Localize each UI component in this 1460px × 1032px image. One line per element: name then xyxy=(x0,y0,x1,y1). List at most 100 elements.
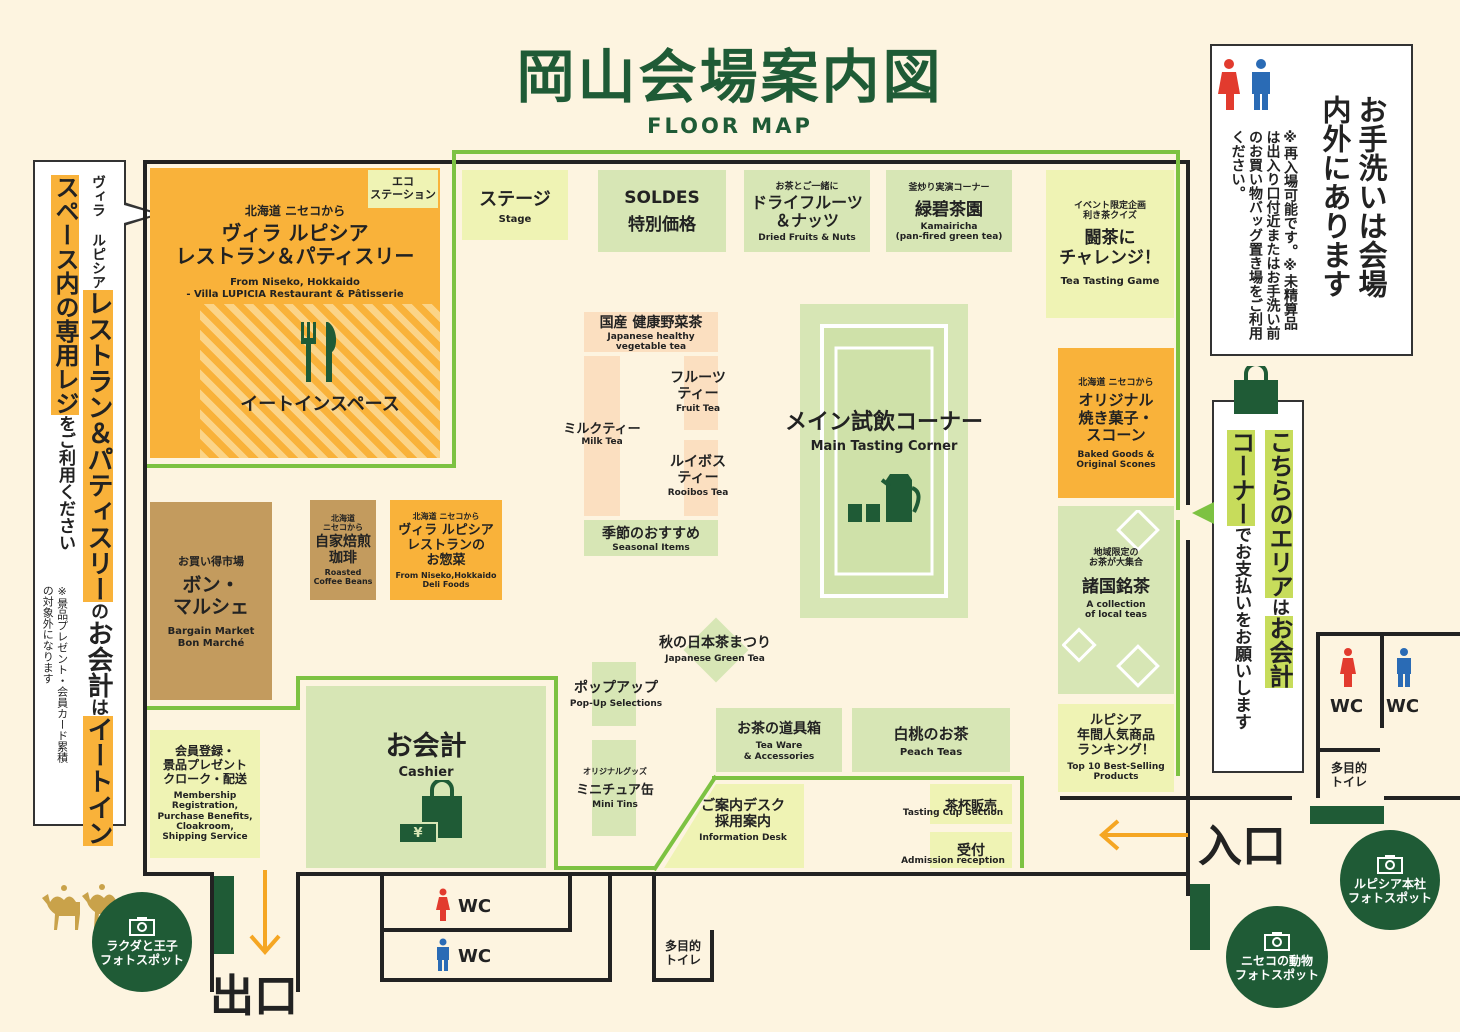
restroom-note-main-a: お手洗いは会場 xyxy=(1354,95,1388,298)
left-note-line2-a: レストラン＆パティスリー xyxy=(83,290,113,602)
mini-small: オリジナルグッズ xyxy=(583,767,647,776)
soldes-area: SOLDES 特別価格 xyxy=(598,170,726,252)
shopping-bag-icon xyxy=(1230,362,1282,414)
path-right-top xyxy=(1176,150,1180,510)
milk-jp: ミルクティー xyxy=(563,422,641,437)
peach-jp: 白桃のお茶 xyxy=(893,724,969,743)
left-note-line2-d: は xyxy=(88,698,109,716)
fruit-en: Fruit Tea xyxy=(675,404,721,415)
autumn-festival-label: 秋の日本茶まつり Japanese Green Tea xyxy=(630,632,800,664)
payment-note-a1: こちらのエリア xyxy=(1265,430,1293,598)
wc-block-right xyxy=(568,876,572,932)
cashier-jp: お会計 xyxy=(385,731,467,762)
kama-small: 釜炒り実演コーナー xyxy=(908,182,990,193)
tasting-cup-area: 茶杯販売 xyxy=(930,784,1012,824)
hall-wall-left xyxy=(143,160,147,876)
fork-knife-icon xyxy=(298,322,342,382)
rooibos-jp: ルイボス ティー xyxy=(670,454,726,487)
autumn-en: Japanese Green Tea xyxy=(665,654,765,664)
payment-note-line-a: こちらのエリアはお会計 xyxy=(1262,430,1297,688)
wc-male-icon-1 xyxy=(436,938,450,972)
multi-toilet-left xyxy=(652,876,656,980)
veg-jp: 国産 健康野菜茶 xyxy=(599,314,703,331)
path-cashier-top xyxy=(296,676,558,680)
popup-jp: ポップアップ xyxy=(574,680,658,696)
path-diagonal xyxy=(650,774,720,872)
entrance-wall xyxy=(1060,796,1292,800)
camera-icon xyxy=(1264,931,1290,952)
path-cashier-left xyxy=(296,676,300,708)
wc-block-right2 xyxy=(608,876,612,982)
deli-jp: ヴィラ ルピシア レストランの お惣菜 xyxy=(398,522,494,568)
local-jp: 諸国銘茶 xyxy=(1082,576,1150,597)
villa-left-strip xyxy=(150,268,200,458)
villa-restaurant-small: 北海道 ニセコから xyxy=(244,204,346,218)
payment-note-b1: コーナー xyxy=(1227,430,1255,526)
veg-en: Japanese healthy vegetable tea xyxy=(607,331,695,352)
fruit-tea-label: フルーツ ティー Fruit Tea xyxy=(652,370,744,414)
eat-in-label: イートインスペース xyxy=(240,394,400,415)
path-right-bottom xyxy=(1176,520,1180,776)
milk-en: Milk Tea xyxy=(581,437,623,447)
camel-photo-spot[interactable]: ラクダと王子 フォトスポット xyxy=(92,892,192,992)
left-note-line2: レストラン＆パティスリーのお会計はイートイン xyxy=(80,290,117,846)
wc-right-female-label: WC xyxy=(1330,696,1364,717)
lupicia-photo-spot[interactable]: ルピシア本社 フォトスポット xyxy=(1340,830,1440,930)
seasonal-area: 季節のおすすめ Seasonal Items xyxy=(584,520,718,556)
teaware-en: Tea Ware & Accessories xyxy=(743,741,815,762)
soldes-jp: 特別価格 xyxy=(628,214,696,235)
member-en: Membership Registration, Purchase Benefi… xyxy=(157,790,253,843)
main-en: Main Tasting Corner xyxy=(810,439,958,454)
left-note-line1: スペース内の専用レジをご利用ください xyxy=(48,175,83,551)
entrance-arrow-icon xyxy=(1096,818,1188,852)
tea-game-en: Tea Tasting Game xyxy=(1060,276,1160,288)
coffee-jp: 自家焙煎 珈琲 xyxy=(315,533,371,566)
dried-jp: ドライフルーツ ＆ナッツ xyxy=(751,192,863,230)
kama-en: Kamairicha (pan-fired green tea) xyxy=(895,221,1003,242)
mini-jp: ミニチュア缶 xyxy=(576,783,654,798)
hall-wall-bottom-left xyxy=(143,872,213,876)
stage-area: ステージ Stage xyxy=(462,170,568,240)
niseko-photo-label: ニセコの動物 フォトスポット xyxy=(1234,954,1319,982)
lupicia-marker-bar xyxy=(1310,806,1384,824)
restroom-note-sub: ※再入場可能です。※未精算品は出入り口付近またはお手洗い前のお買い物バッグ置き場… xyxy=(1229,130,1299,340)
payment-note-b3: お支払いをお願いします xyxy=(1231,543,1251,730)
cashier-en: Cashier xyxy=(398,765,454,780)
teapot-cups-icon xyxy=(846,466,926,526)
teaware-jp: お茶の道具箱 xyxy=(737,721,821,738)
camera-icon xyxy=(1377,854,1403,875)
right-room-bottom xyxy=(1384,796,1460,800)
reception-jp: 受付 xyxy=(957,843,985,859)
deli-small: 北海道 ニセコから xyxy=(412,511,480,521)
exit-arrow-icon xyxy=(248,870,282,958)
right-room-divider xyxy=(1380,632,1384,728)
path-eatin-right xyxy=(452,150,456,466)
milk-tea-shelf xyxy=(584,356,620,516)
local-en: A collection of local teas xyxy=(1085,599,1147,621)
cup-jp: 茶杯販売 xyxy=(944,798,997,814)
popup-en: Pop-Up Selections xyxy=(569,699,663,709)
left-note-line1-prefix: スペース内の専用レジ xyxy=(51,175,79,415)
wc-block-divider xyxy=(380,928,570,932)
page-subtitle: FLOOR MAP xyxy=(647,114,813,138)
cashier-label: お会計 Cashier xyxy=(306,724,546,780)
villa-restaurant-en: From Niseko, Hokkaido - Villa LUPICIA Re… xyxy=(186,277,404,300)
villa-restaurant-jp: ヴィラ ルピシア レストラン＆パティスリー xyxy=(175,221,415,268)
payment-note-a3: お会計 xyxy=(1265,616,1293,688)
seasonal-jp: 季節のおすすめ xyxy=(602,526,700,542)
multi-toilet-bottom xyxy=(652,978,714,982)
dried-fruits-area: お茶とご一緒に ドライフルーツ ＆ナッツ Dried Fruits & Nuts xyxy=(744,170,870,252)
hall-wall-bottom-mid xyxy=(298,872,1186,876)
path-top xyxy=(452,150,1180,154)
top10-area: ルピシア 年間人気商品 ランキング！ Top 10 Best-Selling P… xyxy=(1058,704,1174,792)
path-lower-mid xyxy=(712,776,1024,780)
reception-area: 受付 xyxy=(930,832,1012,868)
camera-icon xyxy=(129,916,155,937)
niseko-photo-spot[interactable]: ニセコの動物 フォトスポット xyxy=(1226,906,1328,1008)
deli-en: From Niseko,Hokkaido Deli Foods xyxy=(395,570,497,589)
local-teas-label: 地域限定の お茶が大集合 諸国銘茶 A collection of local … xyxy=(1058,548,1174,620)
info-desk-area xyxy=(664,784,804,868)
soldes-en: SOLDES xyxy=(624,187,700,208)
vegetable-tea-area: 国産 健康野菜茶 Japanese healthy vegetable tea xyxy=(584,312,718,352)
payment-note-b2: で xyxy=(1231,526,1251,543)
